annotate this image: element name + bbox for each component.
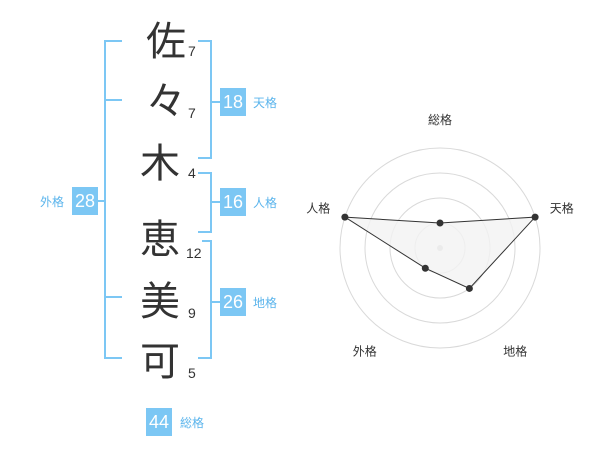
radar-point-地格: [465, 284, 473, 292]
tenkaku-label: 天格: [253, 96, 278, 110]
tenkaku-bracket: [210, 40, 212, 158]
soukaku-label: 総格: [180, 416, 205, 430]
soukaku-value: 44: [146, 408, 172, 436]
radar-ring-4: [339, 147, 541, 349]
chikaku-bracket-tick: [198, 357, 212, 359]
stroke-count-6: 5: [188, 365, 196, 381]
gaikaku-bracket-tick: [104, 357, 122, 359]
tenkaku-bracket-tick: [198, 40, 212, 42]
jinkaku-label: 人格: [253, 196, 278, 210]
radar-axis-label: 天格: [550, 200, 574, 215]
radar-axis-label: 人格: [306, 200, 330, 215]
name-char-1: 佐: [146, 19, 186, 65]
stroke-count-1: 7: [188, 43, 196, 59]
stroke-count-4: 12: [186, 245, 202, 261]
chikaku-bracket-tick: [202, 240, 212, 242]
gaikaku-value: 28: [72, 187, 98, 215]
radar-point-人格: [341, 213, 349, 221]
chikaku-label: 地格: [253, 296, 278, 310]
gaikaku-label: 外格: [40, 195, 65, 209]
radar-ring-3: [364, 172, 516, 324]
chikaku-value: 26: [220, 288, 246, 316]
jinkaku-bracket-tick: [198, 231, 212, 233]
gaikaku-bracket-tick: [104, 99, 122, 101]
name-char-3: 木: [140, 141, 180, 187]
jinkaku-bracket-tick: [198, 172, 212, 174]
jinkaku-value: 16: [220, 188, 246, 216]
tenkaku-bracket-tick: [198, 157, 212, 159]
radar-axis-label: 地格: [503, 344, 527, 359]
gaikaku-bracket-tick: [104, 296, 122, 298]
stroke-count-3: 4: [188, 165, 196, 181]
gaikaku-bracket-tick: [104, 40, 122, 42]
stroke-count-5: 9: [188, 305, 196, 321]
name-char-4: 恵: [140, 217, 180, 263]
tenkaku-connector: [210, 101, 220, 103]
radar-point-総格: [436, 219, 444, 227]
stroke-count-2: 7: [188, 105, 196, 121]
name-char-2: 々: [146, 79, 186, 125]
radar-axis-label: 総格: [428, 112, 452, 127]
radar-point-外格: [421, 264, 429, 272]
name-char-5: 美: [140, 279, 180, 325]
radar-series-area: [344, 216, 537, 290]
chikaku-bracket: [210, 240, 212, 358]
radar-plot: [341, 213, 539, 292]
jinkaku-connector: [210, 201, 220, 203]
gaikaku-bracket: [104, 40, 106, 358]
radar-axis-label: 外格: [353, 344, 377, 359]
gaikaku-connector: [98, 200, 106, 202]
name-char-6: 可: [140, 339, 180, 385]
tenkaku-value: 18: [220, 88, 246, 116]
radar-point-天格: [531, 213, 539, 221]
chikaku-connector: [210, 301, 220, 303]
